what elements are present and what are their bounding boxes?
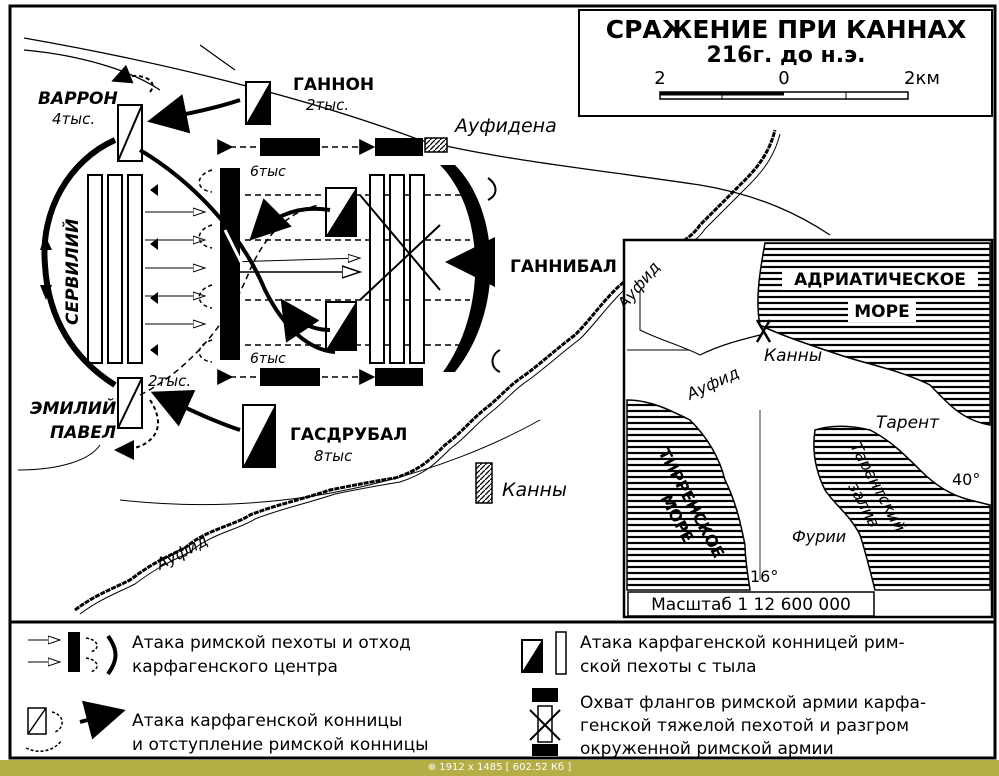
cavalry-path-top: [138, 148, 336, 354]
label-gannon: ГАННОН: [293, 75, 374, 95]
terrain-line: [23, 49, 161, 91]
legend-symbol-encirclement: [529, 688, 561, 756]
inset-label-lat: 40°: [952, 470, 980, 489]
legend-item2-line2: ской пехоты с тыла: [580, 657, 757, 677]
aufidena-marker: [424, 137, 448, 153]
scale-tick-right: 2км: [904, 68, 940, 89]
map-title: СРАЖЕНИЕ ПРИ КАННАХ: [606, 15, 966, 44]
legend-item3-line1: Атака карфагенской конницы: [132, 711, 402, 731]
inset-label-adriatic-sea: МОРЕ: [854, 302, 909, 322]
label-servilius: СЕРВИЛИЙ: [61, 219, 83, 325]
inset-label-adriatic: АДРИАТИЧЕСКОЕ: [794, 270, 966, 290]
legend-item1-line1: Атака римской пехоты и отход: [132, 633, 411, 653]
roman-cavalry-varron: [117, 104, 143, 162]
label-hasdrubal: ГАСДРУБАЛ: [290, 425, 407, 445]
roman-infantry: [87, 174, 143, 364]
heavy-infantry-bottom: [260, 368, 320, 386]
legend-item1-line2: карфагенского центра: [132, 657, 338, 677]
label-emilius-count: 2тыс.: [148, 372, 191, 390]
label-gannon-count: 2тыс.: [306, 96, 349, 114]
label-emilius: ЭМИЛИЙ: [30, 397, 116, 419]
inset-label-furii: Фурии: [792, 527, 846, 546]
cavalry-rear-attack-arrow: [249, 198, 331, 241]
legend-item4-line1: Охват флангов римской армии карфа-: [580, 693, 926, 713]
label-aufidena: Ауфидена: [453, 115, 557, 137]
heavy-infantry-top: [260, 138, 320, 156]
hasdrubal-cavalry: [242, 404, 276, 468]
heavy-infantry-top-right: [375, 138, 423, 156]
legend-item4-line3: окруженной римской армии: [580, 739, 834, 759]
legend-symbol-cavalry-attack: [25, 700, 126, 752]
cavalry-path-bottom: [139, 204, 321, 396]
label-varron-count: 4тыс.: [52, 110, 95, 128]
label-six-bottom: 6тыс: [250, 351, 286, 367]
scale-tick-zero: 0: [778, 68, 789, 89]
cannae-town-marker: [475, 462, 493, 504]
terrain-line: [199, 44, 236, 71]
terrain-line: [17, 444, 101, 471]
servilius-encircle-arrow: [41, 137, 117, 388]
gulf-taranto: [813, 425, 991, 591]
label-cannae: Канны: [502, 479, 567, 501]
legend-symbol-rear-attack: [521, 631, 567, 675]
terrain-line: [23, 37, 831, 236]
terrain-line: [119, 419, 541, 505]
scale-tick-left: 2: [654, 68, 665, 89]
hasdrubal-attack-arrow: [150, 390, 241, 432]
roman-cavalry-emilius: [117, 377, 143, 429]
withdrawal-arcs: [198, 169, 213, 363]
label-hasdrubal-count: 8тыс: [314, 447, 353, 465]
label-six-top: 6тыс: [250, 164, 286, 180]
hannibal-line: [440, 165, 491, 372]
carthaginian-center: [220, 168, 240, 360]
gannon-cavalry: [245, 81, 271, 125]
flank-arrows: [217, 139, 470, 385]
carthaginian-cavalry-center: [325, 187, 357, 351]
inset-label-lon: 16°: [750, 567, 778, 586]
unit-glyphs: [150, 184, 158, 356]
legend-item3-line2: и отступление римской конницы: [132, 735, 429, 755]
inset-label-tarent: Тарент: [876, 413, 940, 433]
label-hannibal: ГАННИБАЛ: [510, 257, 617, 277]
label-varron: ВАРРОН: [38, 89, 118, 109]
image-info-bar: ⊕ 1912 x 1485 [ 602.52 Кб ]: [0, 760, 999, 776]
gannon-attack-arrow: [147, 94, 241, 134]
encircled-roman-army: [359, 174, 441, 364]
varron-retreat-arrow: [111, 64, 154, 93]
cavalry-rear-attack-arrow-2: [280, 298, 331, 343]
legend-item4-line2: генской тяжелой пехотой и разгром: [580, 716, 909, 736]
heavy-infantry-bottom-right: [375, 368, 423, 386]
inset-label-cannae: Канны: [764, 346, 822, 366]
inset-scale-label: Масштаб 1 12 600 000: [651, 595, 851, 615]
scale-bar: [659, 91, 909, 100]
legend-item2-line1: Атака карфагенской конницей рим-: [580, 633, 905, 653]
inset-map: [622, 238, 994, 619]
legend: Атака римской пехоты и отход карфагенско…: [25, 631, 926, 759]
legend-symbol-infantry-attack: [28, 632, 118, 676]
label-pavel: ПАВЕЛ: [50, 423, 116, 443]
tyrrhenian-sea: [626, 399, 751, 591]
map-subtitle: 216г. до н.э.: [707, 43, 866, 68]
emilius-retreat-arrow: [114, 399, 159, 460]
